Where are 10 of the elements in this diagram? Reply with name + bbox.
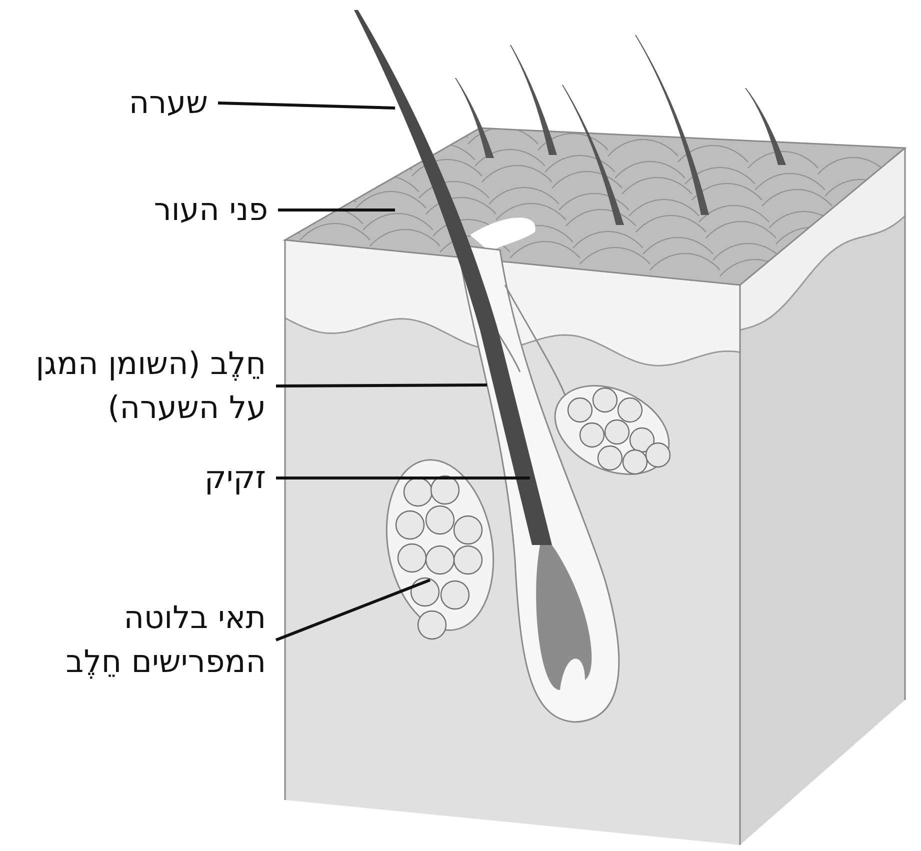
part-label: פני העור xyxy=(58,188,268,232)
leader-line xyxy=(276,384,487,388)
part-label: זקיק xyxy=(136,456,266,500)
part-label: חֵלֶב (השומן המגן על השערה) xyxy=(0,342,266,430)
leader-line xyxy=(218,102,396,110)
leader-line xyxy=(276,476,530,480)
part-label: תאי בלוטה המפרישים חֵלֶב xyxy=(6,596,266,684)
leader-line xyxy=(275,578,431,642)
leader-line xyxy=(278,208,395,212)
part-label: שערה xyxy=(78,81,208,125)
